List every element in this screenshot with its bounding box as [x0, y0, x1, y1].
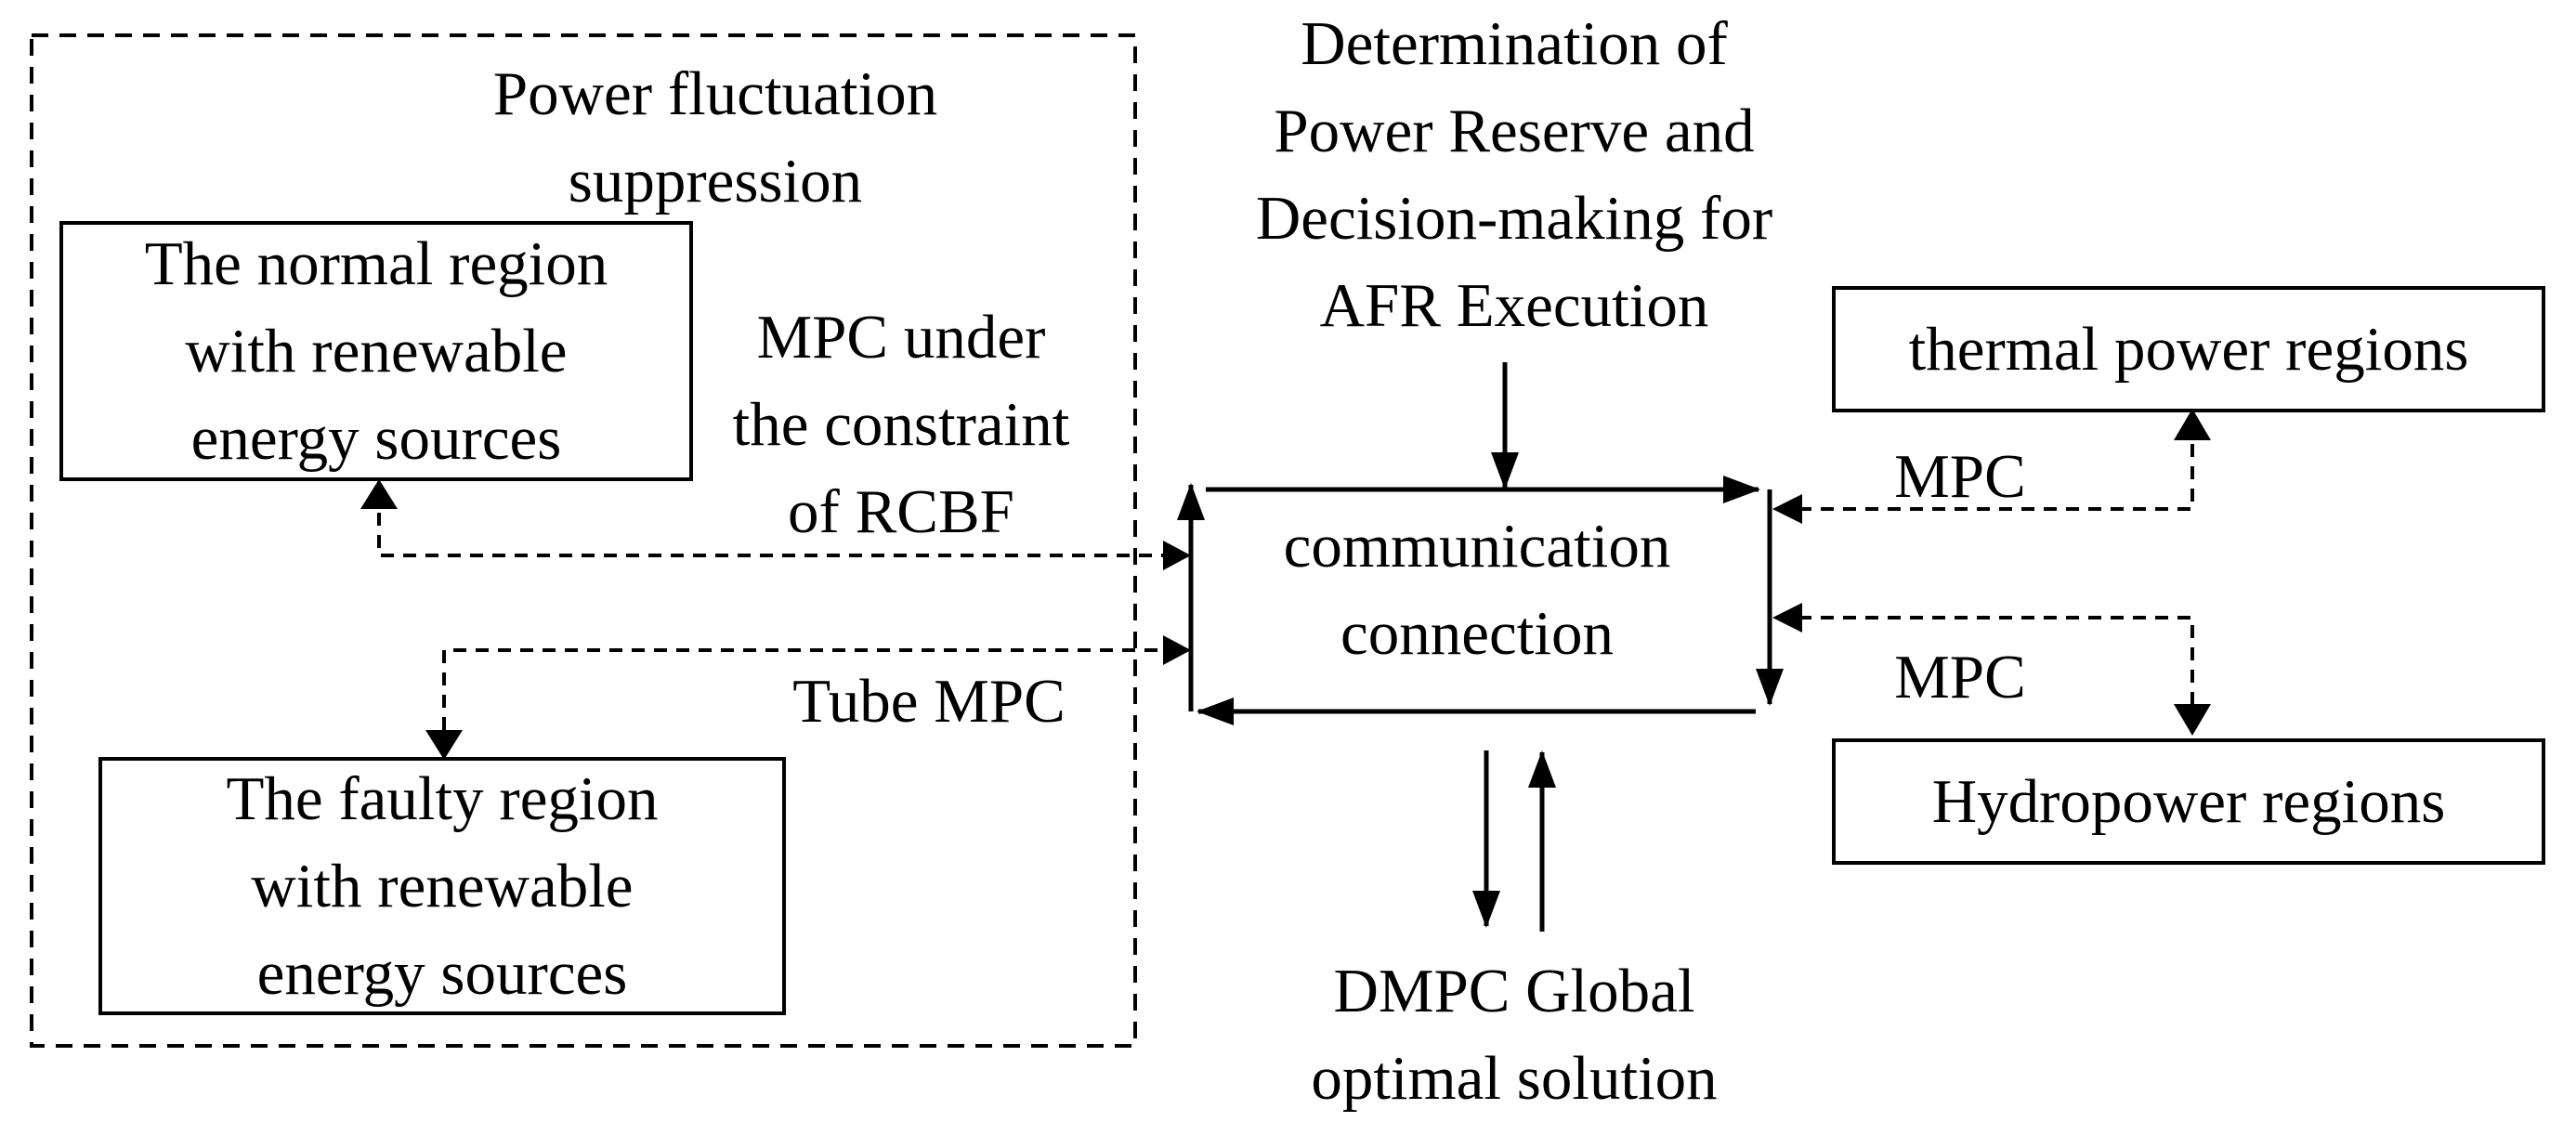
- hydropower-box: Hydropower regions: [1832, 738, 2545, 865]
- communication-label: communication connection: [1283, 512, 1671, 668]
- tube-mpc-label: Tube MPC: [792, 667, 1066, 736]
- thermal-power-box: thermal power regions: [1832, 286, 2545, 412]
- mpc-hydro-label: MPC: [1894, 643, 2026, 711]
- normal-region-line-3: energy sources: [190, 404, 562, 473]
- faulty-region-line-3: energy sources: [256, 939, 628, 1008]
- renewable-group-boundary: [30, 33, 1137, 1048]
- normal-region-link: [377, 490, 1187, 557]
- mpc-thermal-label: MPC: [1894, 442, 2026, 511]
- power-fluctuation-label: Power fluctuation suppression: [492, 59, 938, 215]
- normal-region-box: The normal region with renewable energy …: [59, 221, 693, 481]
- faulty-region-box: The faulty region with renewable energy …: [98, 757, 786, 1015]
- faulty-region-link: [442, 648, 1187, 752]
- mpc-rcbf-label: MPC under the constraint of RCBF: [732, 303, 1070, 546]
- hydropower-label: Hydropower regions: [1931, 767, 2446, 836]
- thermal-power-label: thermal power regions: [1908, 315, 2469, 384]
- normal-region-line-1: The normal region: [144, 229, 608, 298]
- faulty-region-line-2: with renewable: [251, 852, 634, 920]
- faulty-region-line-1: The faulty region: [226, 764, 659, 833]
- thermal-link: [1776, 418, 2194, 511]
- dmpc-label: DMPC Global optimal solution: [1311, 957, 1718, 1113]
- hydro-link: [1776, 616, 2194, 713]
- determination-label: Determination of Power Reserve and Decis…: [1255, 9, 1773, 340]
- normal-region-line-2: with renewable: [185, 317, 568, 385]
